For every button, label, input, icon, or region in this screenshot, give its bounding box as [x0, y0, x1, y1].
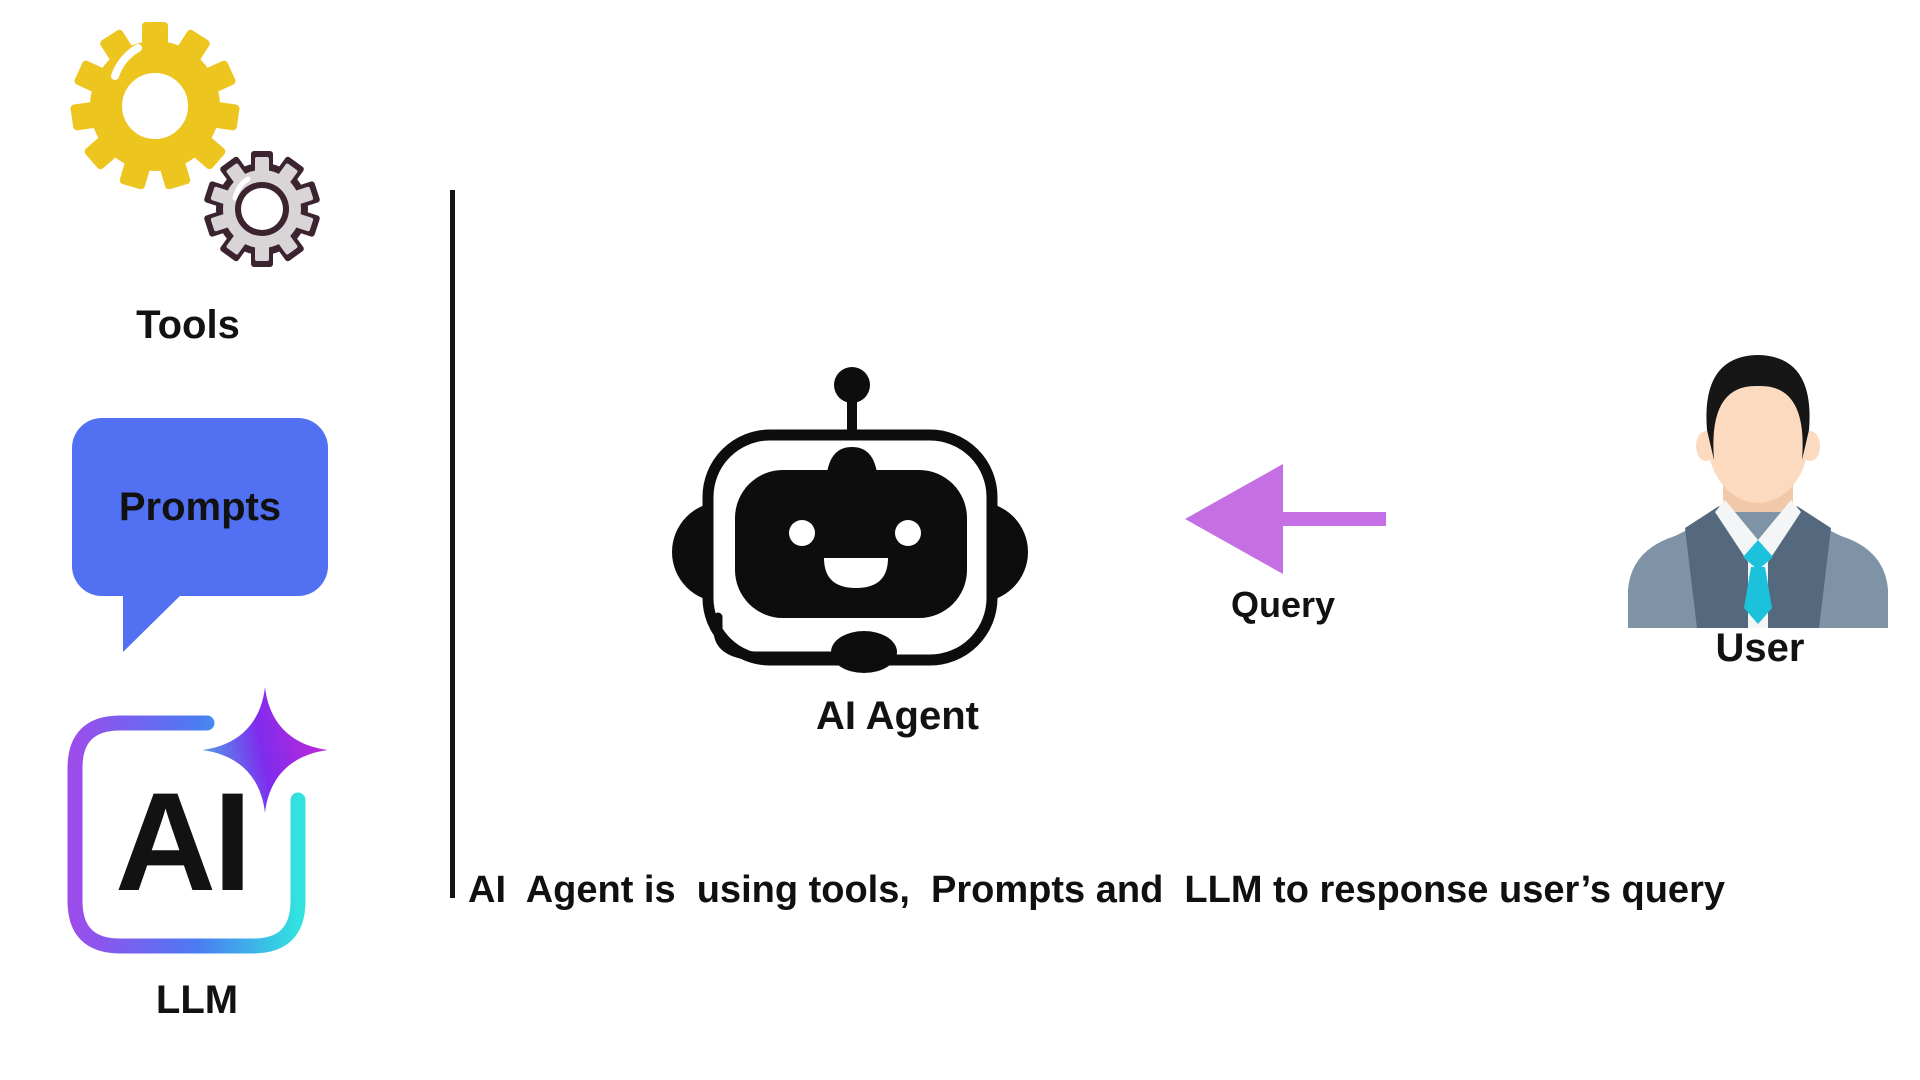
speech-bubble-tail [123, 590, 186, 652]
microphone [831, 631, 897, 673]
robot-headset-icon [672, 367, 1028, 673]
left-eye [789, 520, 815, 546]
tools-label: Tools [136, 303, 240, 347]
businessman-avatar-icon [1628, 355, 1888, 628]
caption-text: AI Agent is using tools, Prompts and LLM… [468, 869, 1725, 911]
gray-gear [204, 151, 320, 267]
query-label: Query [1230, 584, 1336, 625]
sparkle-icon [202, 687, 328, 813]
tie [1743, 540, 1773, 624]
rounded-square-border [67, 715, 306, 954]
user-label: User [1715, 626, 1805, 670]
gears-icon [70, 22, 320, 267]
left-arrow-icon [1185, 464, 1386, 574]
smile [824, 558, 888, 588]
antenna-base [827, 447, 877, 473]
ai-agent-label: AI Agent [816, 694, 979, 738]
right-eye [895, 520, 921, 546]
llm-label: LLM [155, 978, 239, 1022]
antenna-ball [834, 367, 870, 403]
ai-badge-text: AI [115, 763, 249, 920]
yellow-gear [70, 22, 240, 190]
divider-line [450, 190, 455, 898]
robot-face [735, 470, 967, 618]
mic-boom [713, 612, 835, 661]
face [1707, 373, 1809, 503]
hair [1706, 355, 1810, 460]
prompts-bubble: Prompts [72, 418, 328, 596]
ai-sparkle-icon: AI [67, 687, 328, 954]
prompts-label: Prompts [118, 484, 282, 529]
